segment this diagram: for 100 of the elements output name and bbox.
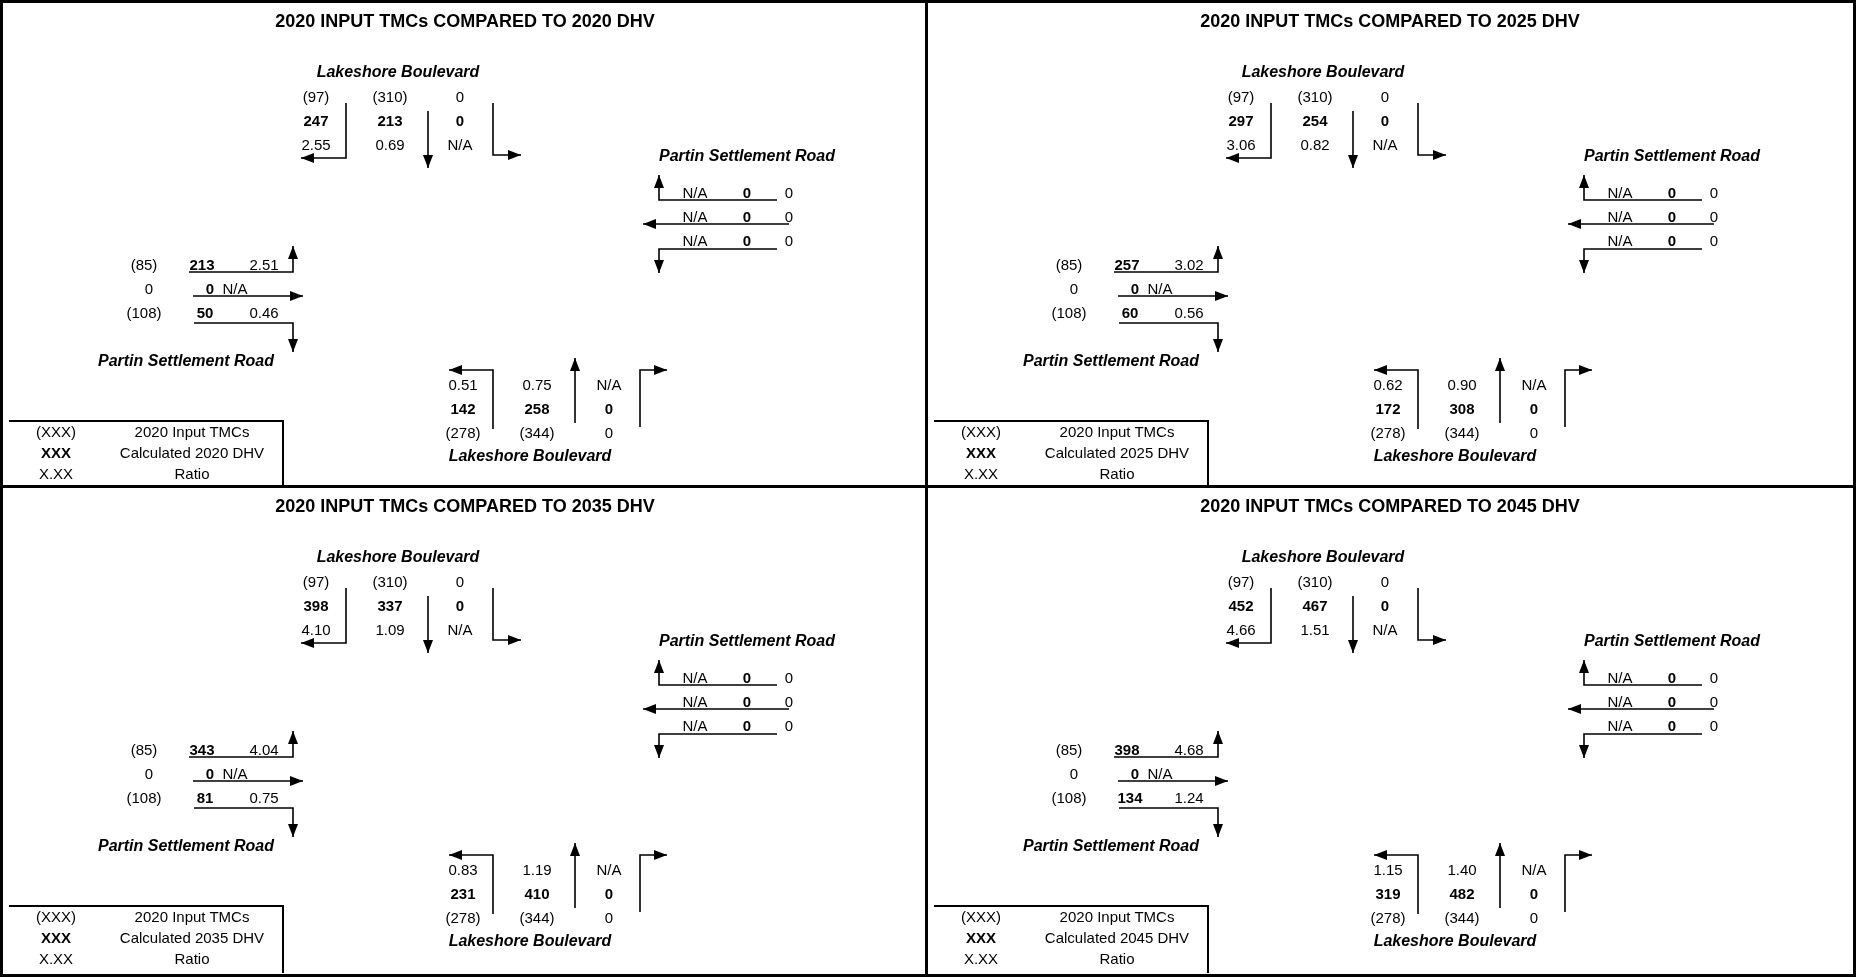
road-name: Lakeshore Boulevard [448,448,612,464]
ratio-value: 4.66 [1226,621,1256,637]
legend-description: Ratio [1099,465,1135,481]
ratio-value: N/A [1607,232,1633,248]
input-count: 0 [784,669,794,685]
calculated-volume: 410 [524,885,550,901]
road-name: Partin Settlement Road [659,148,835,164]
calculated-volume: 0 [455,112,465,128]
ratio-value: 4.10 [301,621,331,637]
input-count: (344) [519,909,555,925]
input-count: (85) [1055,741,1083,757]
ratio-value: 3.02 [1174,256,1204,272]
road-name: Partin Settlement Road [98,353,274,369]
calculated-volume: 0 [1667,717,1677,733]
calculated-volume: 258 [524,400,550,416]
calculated-volume: 308 [1449,400,1475,416]
road-name: Lakeshore Boulevard [316,64,480,80]
input-count: (310) [1297,573,1333,589]
legend-symbol: X.XX [38,465,74,481]
input-count: (278) [445,424,481,440]
input-count: 0 [455,573,465,589]
input-count: (344) [1444,909,1480,925]
input-count: (97) [1227,573,1255,589]
legend-description: Ratio [174,950,210,966]
calculated-volume: 0 [205,280,215,296]
ratio-value: 0.75 [522,376,552,392]
road-name: Partin Settlement Road [1023,838,1199,854]
road-name: Lakeshore Boulevard [1241,64,1405,80]
road-name: Lakeshore Boulevard [1373,448,1537,464]
legend-description: Ratio [1099,950,1135,966]
legend-symbol: (XXX) [36,908,76,924]
legend-symbol: XXX [966,929,996,945]
calculated-volume: 172 [1375,400,1401,416]
input-count: (108) [1051,304,1087,320]
legend-symbol: (XXX) [36,423,76,439]
input-count: (108) [126,304,162,320]
panel-title: 2020 INPUT TMCs COMPARED TO 2045 DHV [1200,497,1580,515]
legend-description: Calculated 2045 DHV [1044,929,1190,945]
calculated-volume: 60 [1121,304,1139,320]
input-count: 0 [144,765,154,781]
panel-title: 2020 INPUT TMCs COMPARED TO 2020 DHV [275,12,655,30]
road-name: Partin Settlement Road [1584,148,1760,164]
ratio-value: 0.56 [1174,304,1204,320]
calculated-volume: 0 [604,400,614,416]
calculated-volume: 134 [1117,789,1143,805]
calculated-volume: 452 [1228,597,1254,613]
legend-symbol: XXX [41,444,71,460]
calculated-volume: 0 [1667,693,1677,709]
ratio-value: N/A [1607,184,1633,200]
road-name: Partin Settlement Road [1584,633,1760,649]
input-count: 0 [1709,693,1719,709]
legend-box [9,905,284,973]
calculated-volume: 213 [189,256,215,272]
calculated-volume: 0 [455,597,465,613]
ratio-value: N/A [222,280,248,296]
calculated-volume: 0 [742,184,752,200]
calculated-volume: 467 [1302,597,1328,613]
legend-description: Calculated 2025 DHV [1044,444,1190,460]
ratio-value: 0.82 [1300,136,1330,152]
legend-description: 2020 Input TMCs [1059,423,1175,439]
ratio-value: N/A [1521,376,1547,392]
calculated-volume: 482 [1449,885,1475,901]
ratio-value: N/A [1521,861,1547,877]
ratio-value: N/A [682,184,708,200]
ratio-value: N/A [1607,669,1633,685]
input-count: 0 [1380,88,1390,104]
ratio-value: 2.51 [249,256,279,272]
ratio-value: 1.15 [1373,861,1403,877]
road-name: Lakeshore Boulevard [448,933,612,949]
calculated-volume: 398 [303,597,329,613]
input-count: 0 [1069,765,1079,781]
calculated-volume: 0 [205,765,215,781]
input-count: (85) [130,741,158,757]
input-count: 0 [1529,424,1539,440]
calculated-volume: 231 [450,885,476,901]
calculated-volume: 0 [742,669,752,685]
ratio-value: N/A [222,765,248,781]
input-count: 0 [784,232,794,248]
panel-title: 2020 INPUT TMCs COMPARED TO 2025 DHV [1200,12,1580,30]
ratio-value: 4.04 [249,741,279,757]
input-count: 0 [1709,669,1719,685]
input-count: 0 [604,909,614,925]
input-count: (278) [1370,909,1406,925]
legend-box [934,905,1209,973]
panel-title: 2020 INPUT TMCs COMPARED TO 2035 DHV [275,497,655,515]
ratio-value: N/A [1607,717,1633,733]
ratio-value: N/A [1147,280,1173,296]
input-count: 0 [1380,573,1390,589]
input-count: (85) [130,256,158,272]
ratio-value: N/A [447,136,473,152]
ratio-value: 0.51 [448,376,478,392]
input-count: 0 [1069,280,1079,296]
ratio-value: 2.55 [301,136,331,152]
input-count: 0 [455,88,465,104]
calculated-volume: 81 [196,789,214,805]
intersection-panel [925,485,1856,977]
ratio-value: N/A [682,717,708,733]
legend-description: Calculated 2020 DHV [119,444,265,460]
input-count: (278) [1370,424,1406,440]
road-name: Lakeshore Boulevard [316,549,480,565]
